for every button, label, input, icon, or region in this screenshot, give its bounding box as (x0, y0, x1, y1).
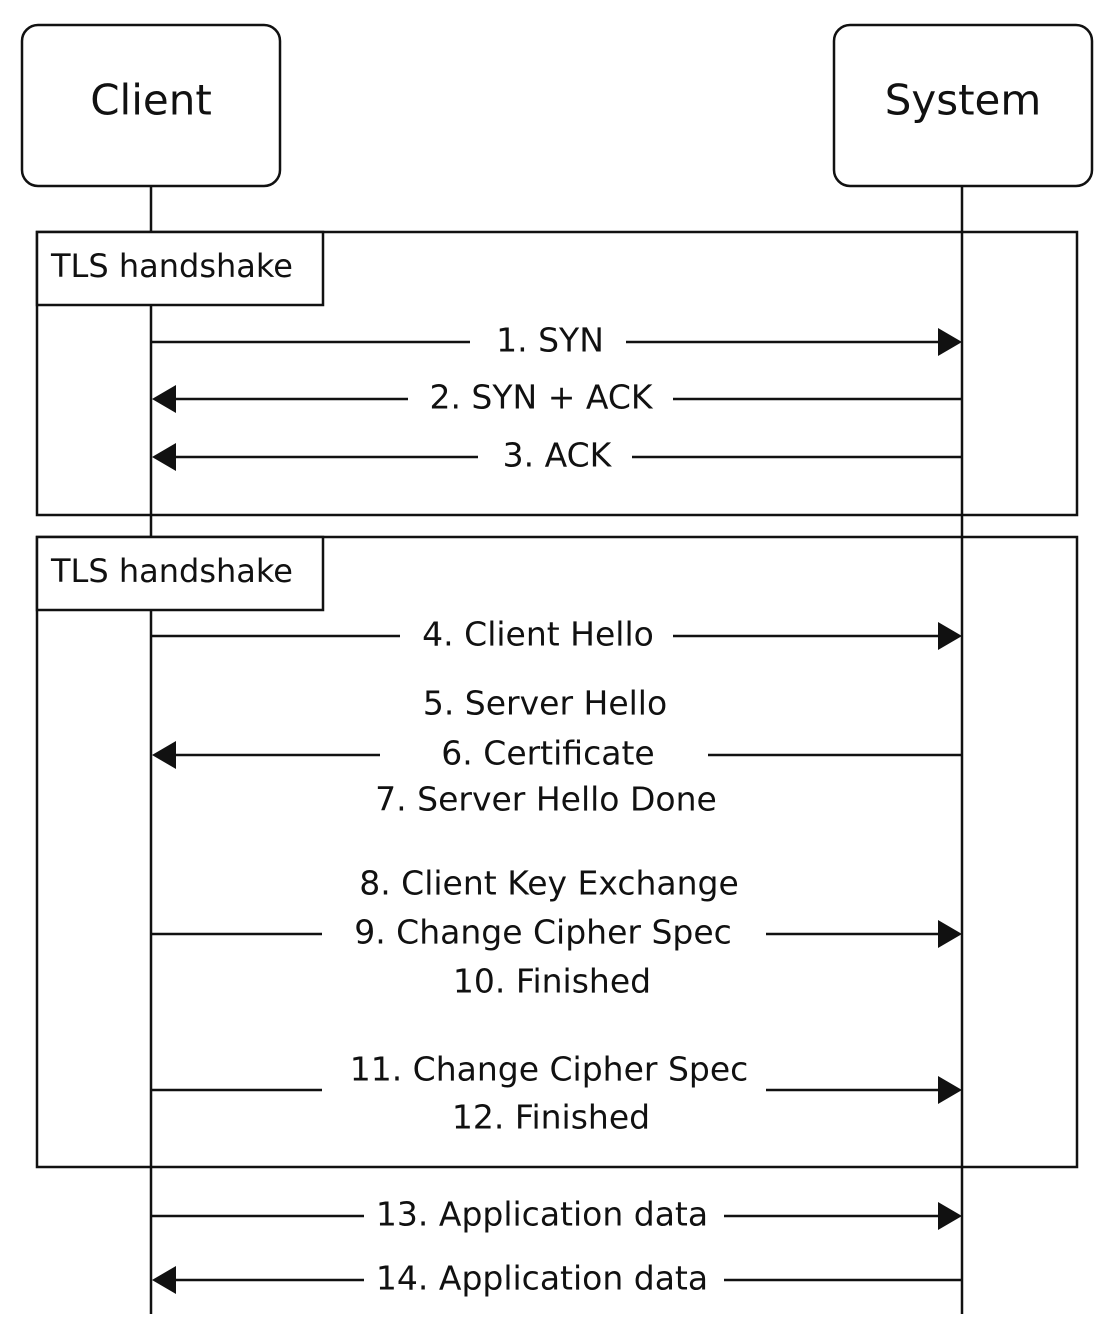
message-arrow (151, 328, 962, 356)
message-arrows (151, 328, 962, 1294)
participant-system: System (832, 23, 1094, 188)
message-arrow (152, 741, 962, 769)
message-arrow (151, 1202, 962, 1230)
message-arrow (152, 385, 962, 413)
message-arrow (151, 622, 962, 650)
message-label: 11. Change Cipher Spec (350, 1050, 749, 1089)
group-frame: TLS handshake (35, 535, 1079, 1169)
message-label: 4. Client Hello (422, 615, 654, 654)
participant-system-label: System (885, 76, 1042, 125)
message-label: 10. Finished (453, 962, 651, 1001)
message-labels: 1. SYN 2. SYN + ACK 3. ACK 4. Client Hel… (350, 321, 749, 1298)
message-label: 7. Server Hello Done (375, 780, 717, 819)
message-arrow (152, 1266, 962, 1294)
message-label: 12. Finished (452, 1098, 650, 1137)
participant-client: Client (20, 23, 282, 188)
message-label: 1. SYN (496, 321, 604, 360)
group-label: TLS handshake (50, 552, 293, 590)
group-label: TLS handshake (50, 247, 293, 285)
message-arrow (151, 920, 962, 948)
message-label: 3. ACK (503, 436, 613, 475)
message-label: 8. Client Key Exchange (359, 864, 739, 903)
message-label: 6. Certificate (441, 734, 654, 773)
message-label: 2. SYN + ACK (429, 378, 653, 417)
participant-client-label: Client (90, 76, 212, 125)
message-label: 13. Application data (376, 1195, 708, 1234)
group-frame: TLS handshake (35, 230, 1079, 517)
message-arrow (151, 1076, 962, 1104)
message-arrow (152, 443, 962, 471)
message-label: 14. Application data (376, 1259, 708, 1298)
message-label: 5. Server Hello (423, 684, 667, 723)
message-label: 9. Change Cipher Spec (354, 913, 732, 952)
